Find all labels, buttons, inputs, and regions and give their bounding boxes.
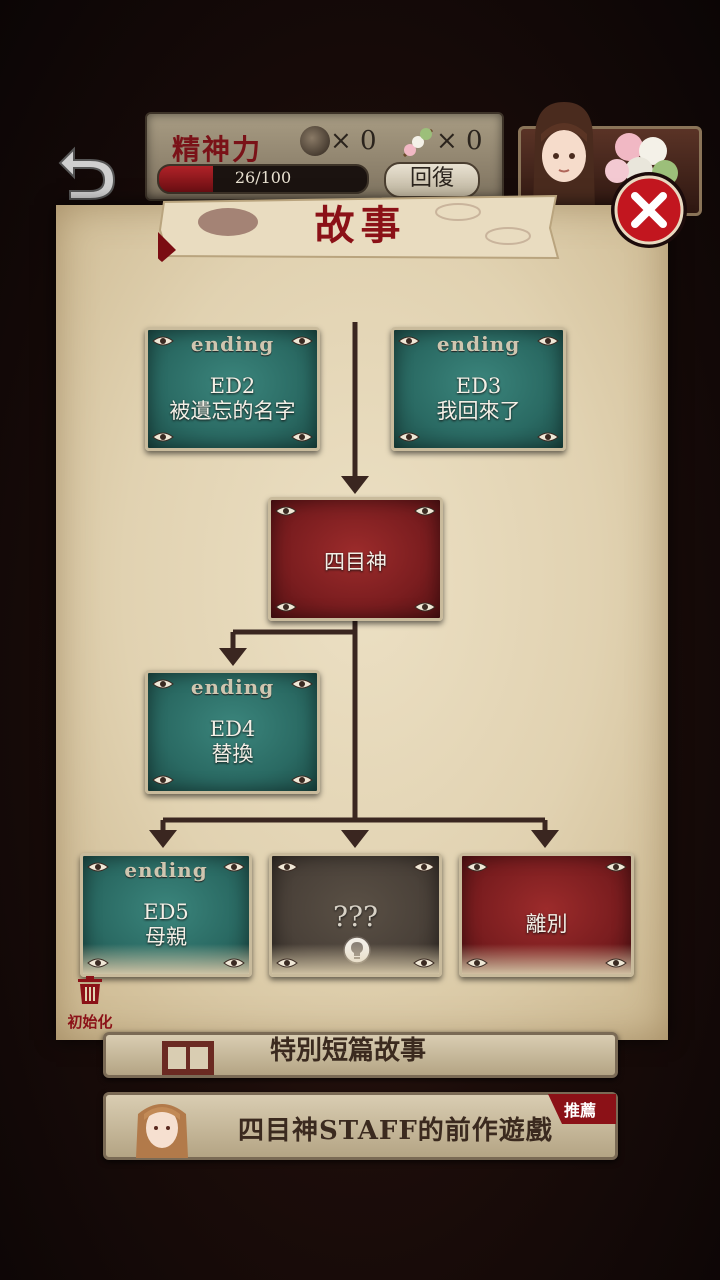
ending-tag: ending [436,332,521,356]
ending-tag: ending [190,675,275,699]
eye-ornament-icon [291,432,313,442]
eye-ornament-icon [291,679,313,689]
eye-ornament-icon [152,336,174,346]
eye-ornament-icon [466,862,488,872]
close-button[interactable] [607,168,691,252]
eye-ornament-icon [275,602,297,612]
card-title: 我回來了 [436,399,521,423]
ending-card-ed4[interactable]: ending ED4 替換 [145,670,320,794]
character-portrait [525,98,603,210]
reset-label: 初始化 [67,1013,113,1031]
card-fade [462,944,631,974]
card-fade [272,944,439,974]
card-code: ED5 [143,900,189,924]
recommend-text: 推薦 [564,1101,597,1120]
eye-ornament-icon [276,862,298,872]
ending-card-ed3[interactable]: ending ED3 我回來了 [391,327,566,451]
special-story-button[interactable] [103,1032,618,1078]
eye-ornament-icon [537,432,559,442]
eye-ornament-icon [291,775,313,785]
back-button[interactable] [52,135,122,205]
ending-card-ed2[interactable]: ending ED2 被遺忘的名字 [145,327,320,451]
card-code: ED3 [455,374,502,398]
story-card-yotsume[interactable]: 四目神 [268,497,443,621]
spirit-label: 精神力 [172,133,263,166]
card-title: 替換 [211,742,254,766]
prev-game-character [122,1094,202,1158]
prev-game-label: 四目神STAFF的前作遊戲 [238,1116,553,1146]
locked-story-card[interactable]: ??? [269,853,442,977]
eye-ornament-icon [398,336,420,346]
title-banner [153,192,563,262]
eye-ornament-icon [413,958,435,968]
eye-ornament-icon [413,862,435,872]
card-title: ??? [332,900,379,933]
eye-ornament-icon [414,506,436,516]
eye-ornament-icon [275,506,297,516]
close-icon [611,172,687,248]
eye-ornament-icon [414,602,436,612]
spirit-bar: 26/100 [157,164,369,194]
ending-card-ed5[interactable]: ending ED5 母親 [80,853,252,977]
eye-ornament-icon [605,862,627,872]
card-title: 被遺忘的名字 [169,399,296,423]
eye-ornament-icon [276,958,298,968]
eye-ornament-icon [87,958,109,968]
dialog-title: 故事 [314,202,407,249]
film-icon [162,1041,214,1075]
eye-ornament-icon [291,336,313,346]
eye-ornament-icon [466,958,488,968]
eye-ornament-icon [152,775,174,785]
card-code: ED2 [209,374,256,398]
recover-button[interactable]: 回復 [384,162,480,198]
card-code: ED4 [209,717,256,741]
card-title: 離別 [525,912,568,936]
dango-item-icon [398,124,438,160]
story-card-farewell[interactable]: 離別 [459,853,634,977]
eye-ornament-icon [398,432,420,442]
dango-item-count: × 0 [436,126,483,156]
prev-game-button[interactable] [103,1092,618,1160]
card-title: 四目神 [324,550,387,574]
spirit-value: 26/100 [234,168,292,187]
eye-ornament-icon [152,679,174,689]
eye-ornament-icon [537,336,559,346]
card-fade [83,944,249,974]
eye-ornament-icon [223,862,245,872]
recommend-badge: 推薦 [548,1094,616,1124]
trash-icon [78,976,102,1004]
ending-tag: ending [190,332,275,356]
special-story-label: 特別短篇故事 [270,1036,427,1066]
eye-ornament-icon [223,958,245,968]
coffee-item-count: × 0 [330,126,377,156]
eye-ornament-icon [605,958,627,968]
coffee-item-icon [300,126,330,156]
ending-tag: ending [124,858,208,882]
eye-ornament-icon [87,862,109,872]
eye-ornament-icon [152,432,174,442]
spirit-bar-fill [159,166,214,192]
undo-arrow-icon [58,146,116,200]
reset-button[interactable]: 初始化 [62,975,118,1033]
